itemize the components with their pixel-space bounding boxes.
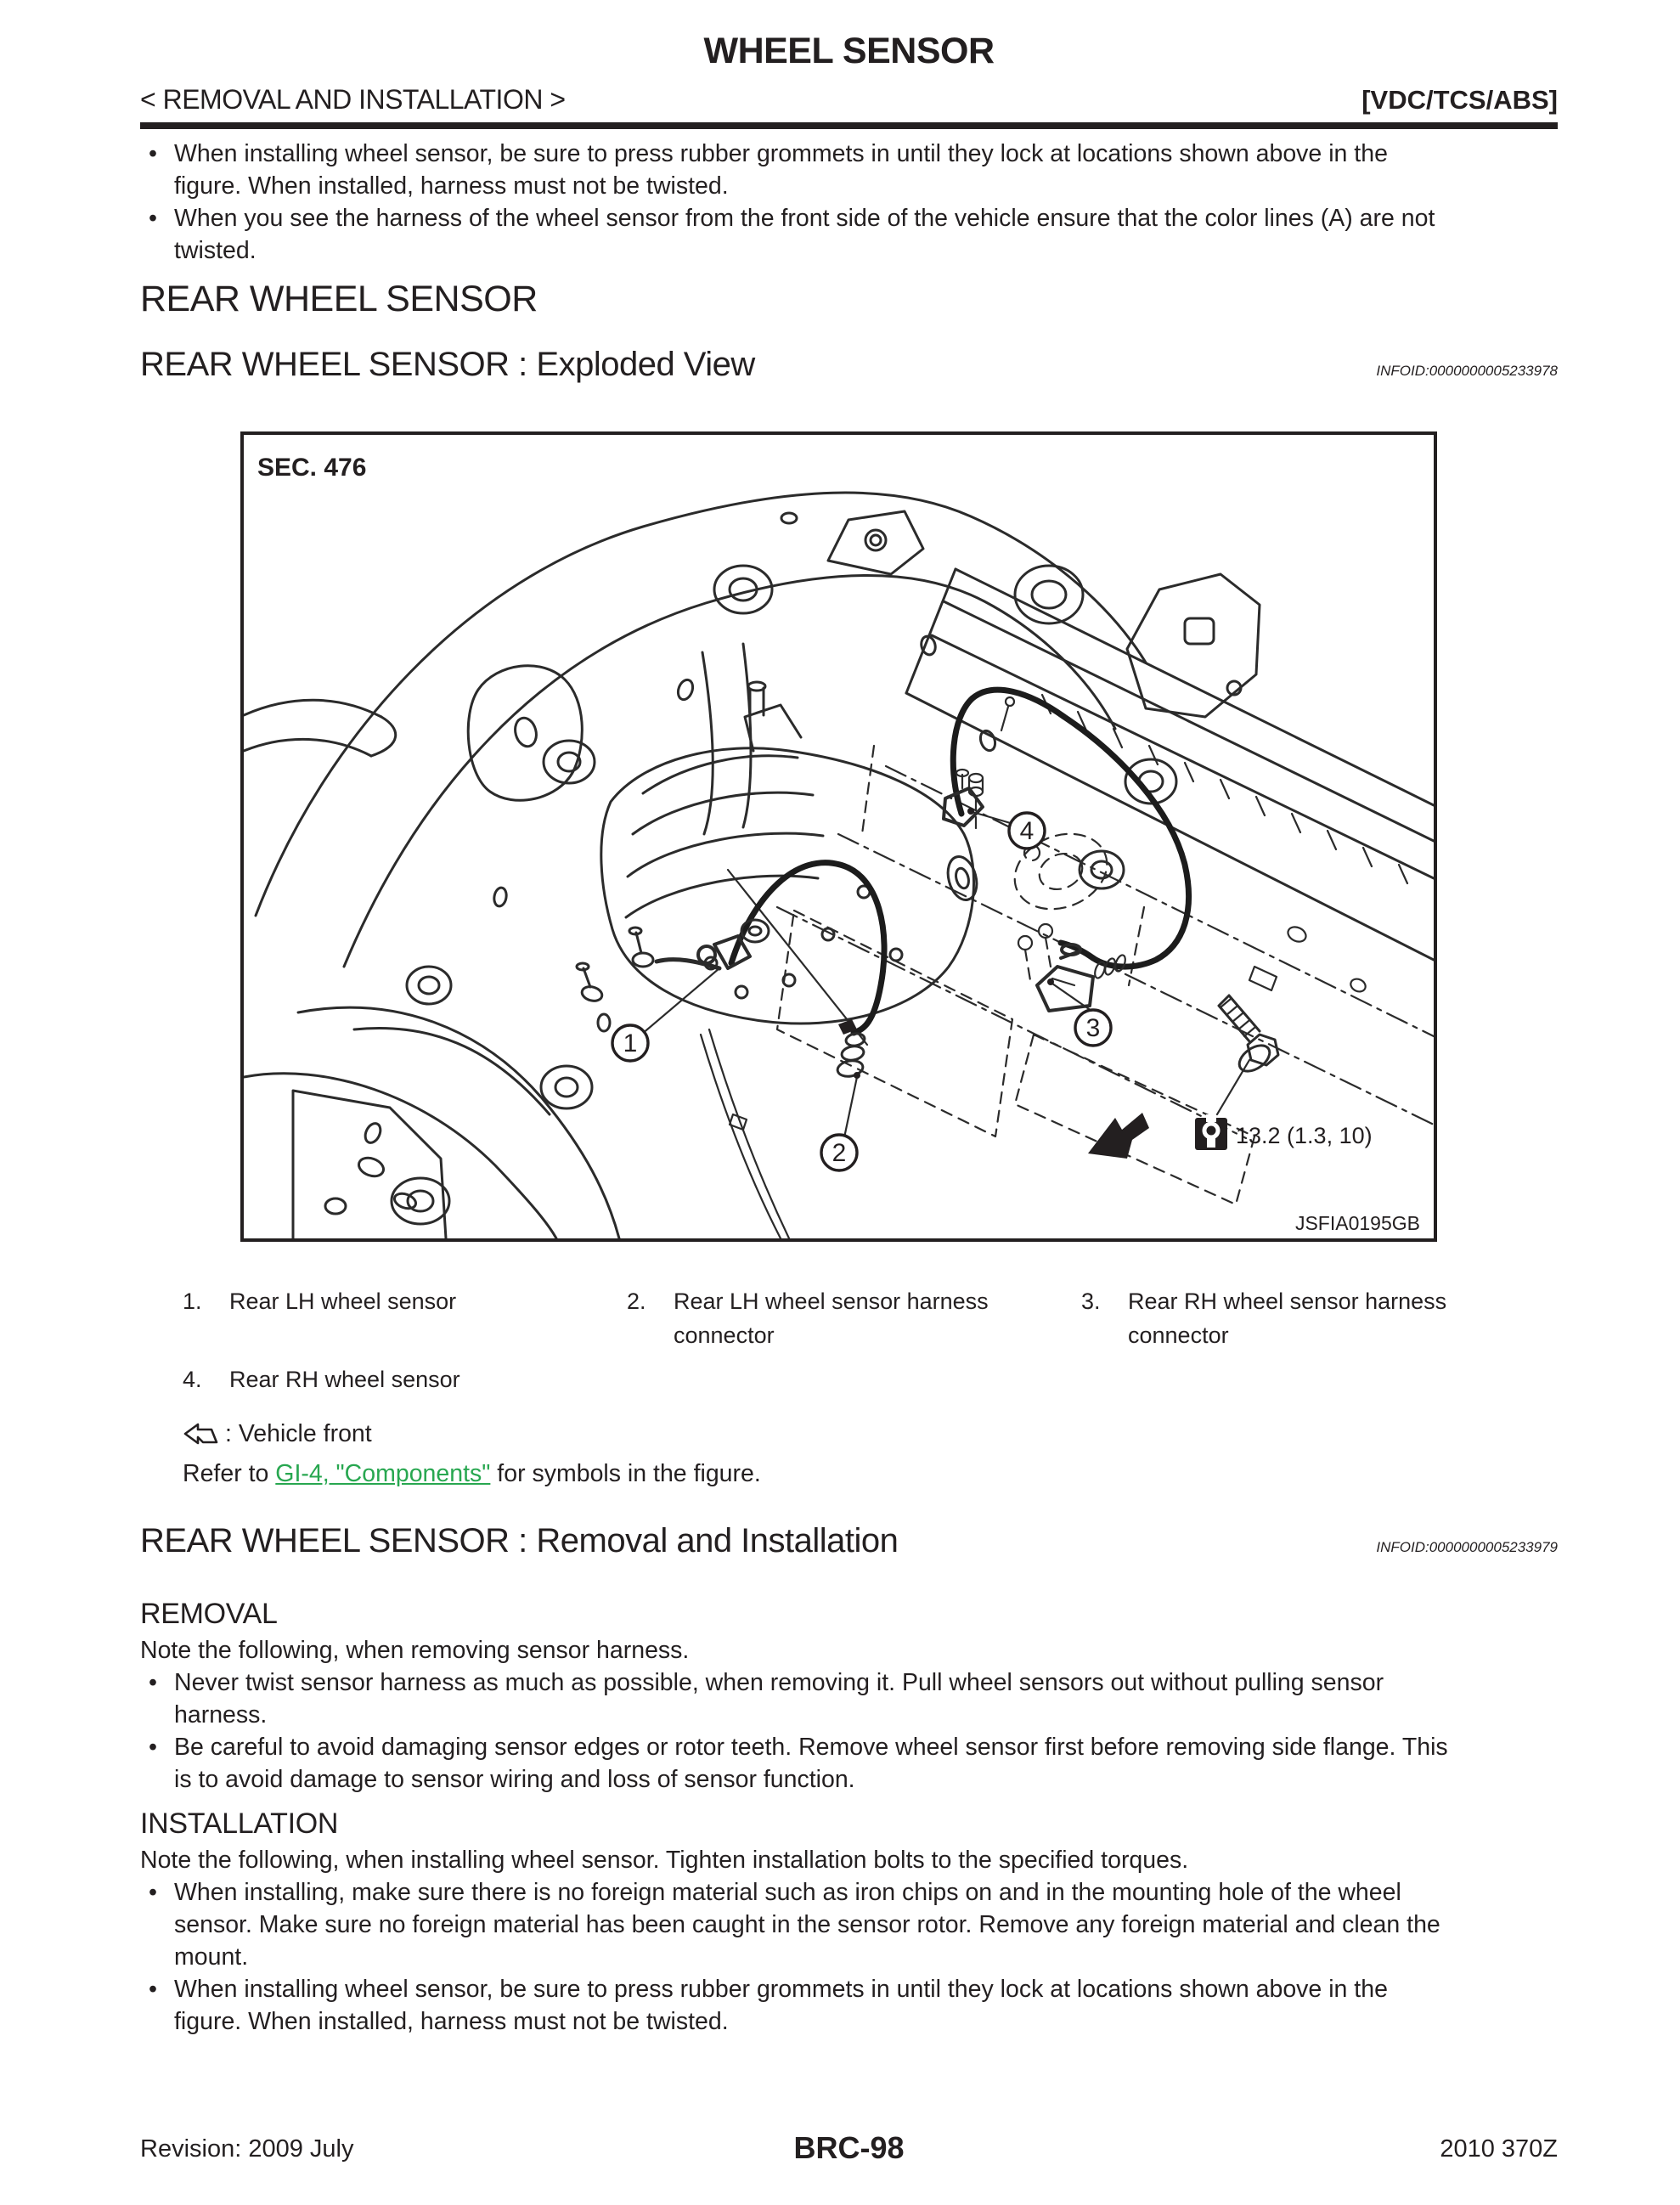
svg-text:4: 4 [1020, 817, 1034, 845]
legend-item-label: Rear RH wheel sensor harness con­nector [1128, 1289, 1447, 1348]
removal-bullet: Be careful to avoid damaging sensor edge… [140, 1731, 1452, 1796]
legend-item: 3. Rear RH wheel sensor harness con­nect… [1081, 1284, 1558, 1352]
removal-installation-heading: REAR WHEEL SENSOR : Removal and Installa… [140, 1522, 899, 1559]
legend-item-label: Rear LH wheel sensor [229, 1289, 457, 1314]
svg-text:1: 1 [623, 1029, 638, 1057]
lh-harness-connector [836, 1019, 866, 1078]
footer-page-code: BRC-98 [793, 2130, 905, 2165]
intro-bullet: When installing wheel sensor, be sure to… [140, 138, 1452, 202]
header-rule [140, 122, 1558, 129]
exploded-view-drawing: 13.2 (1.3, 10) 1 2 3 4 SEC. 476 JSFIA019… [244, 454, 1434, 1238]
callout-4: 4 [1007, 811, 1046, 850]
page: WHEEL SENSOR < REMOVAL AND INSTALLATION … [140, 31, 1558, 2038]
front-direction-arrow-icon [1088, 1113, 1149, 1159]
intro-bullet: When you see the harness of the wheel se… [140, 202, 1452, 267]
legend-item-number: 2. [627, 1289, 646, 1314]
differential-housing [600, 680, 978, 1025]
subframe-bushings [364, 511, 1178, 1226]
legend-item-number: 3. [1081, 1289, 1101, 1314]
vehicle-front-arrow-icon [183, 1423, 218, 1444]
footer-revision: Revision: 2009 July [140, 2135, 354, 2163]
leader-lines [640, 808, 1251, 1143]
infoid-label: INFOID:0000000005233979 [1376, 1539, 1558, 1555]
removal-bullet-list: Never twist sensor harness as much as po… [140, 1666, 1558, 1796]
footer-model: 2010 370Z [1440, 2135, 1558, 2163]
installation-subheading: INSTALLATION [140, 1807, 339, 1840]
figure-id-label: JSFIA0195GB [1295, 1212, 1420, 1234]
page-title: WHEEL SENSOR [703, 31, 995, 71]
legend-item-label: Rear RH wheel sensor [229, 1367, 460, 1392]
rh-harness-clip-bolt [967, 696, 1016, 837]
installation-note: Note the following, when installing whee… [140, 1847, 1189, 1874]
installation-bullet: When installing wheel sensor, be sure to… [140, 1973, 1452, 2038]
installation-bullet: When installing, make sure there is no f… [140, 1876, 1452, 1973]
removal-note: Note the following, when removing sensor… [140, 1637, 690, 1664]
legend-item: 4. Rear RH wheel sensor [183, 1362, 627, 1396]
components-link[interactable]: GI-4, "Components" [275, 1460, 491, 1487]
vehicle-front-label: : Vehicle front [225, 1420, 372, 1447]
breadcrumb-section: < REMOVAL AND INSTALLATION > [140, 84, 566, 115]
intro-bullet-list: When installing wheel sensor, be sure to… [140, 138, 1558, 267]
rear-wheel-sensor-heading: REAR WHEEL SENSOR [140, 279, 538, 319]
lh-sensor-washer [575, 918, 770, 1002]
rh-wheel-sensor-harness [942, 686, 1192, 1012]
removal-bullet: Never twist sensor harness as much as po… [140, 1666, 1452, 1731]
refer-suffix: for symbols in the figure. [490, 1460, 761, 1487]
torque-wrench-icon [1195, 1114, 1227, 1150]
exploded-view-heading: REAR WHEEL SENSOR : Exploded View [140, 346, 755, 383]
system-tag: [VDC/TCS/ABS] [1361, 85, 1558, 115]
callout-2: 2 [820, 1133, 859, 1172]
figure-legend: 1. Rear LH wheel sensor 2. Rear LH wheel… [140, 1284, 1558, 1396]
infoid-label: INFOID:0000000005233978 [1376, 363, 1558, 379]
legend-item-label: Rear LH wheel sensor harness con­nector [674, 1289, 989, 1348]
legend-item-number: 4. [183, 1367, 202, 1392]
refer-prefix: Refer to [183, 1460, 276, 1487]
section-row: < REMOVAL AND INSTALLATION > [VDC/TCS/AB… [140, 84, 1558, 116]
lh-wheel-sensor-harness [575, 860, 888, 1238]
removal-installation-heading-row: REAR WHEEL SENSOR : Removal and Installa… [140, 1522, 1558, 1560]
removal-subheading: REMOVAL [140, 1598, 278, 1630]
svg-text:3: 3 [1086, 1014, 1101, 1042]
rear-subframe [244, 491, 1261, 1238]
legend-item: 1. Rear LH wheel sensor [183, 1284, 627, 1352]
refer-line: Refer to GI-4, "Components" for symbols … [140, 1460, 1558, 1488]
page-footer: Revision: 2009 July BRC-98 2010 370Z [140, 2130, 1558, 2165]
callout-3: 3 [1074, 1008, 1113, 1047]
frame-rail [905, 567, 1434, 993]
sec-label: SEC. 476 [257, 454, 366, 482]
torque-value: 13.2 (1.3, 10) [1236, 1123, 1373, 1148]
exploded-view-heading-row: REAR WHEEL SENSOR : Exploded View INFOID… [140, 346, 1558, 384]
exploded-view-figure: 13.2 (1.3, 10) 1 2 3 4 SEC. 476 JSFIA019… [240, 431, 1437, 1242]
legend-item: 2. Rear LH wheel sensor harness con­nect… [627, 1284, 1081, 1352]
mounting-bolt [1217, 994, 1280, 1073]
installation-bullet-list: When installing, make sure there is no f… [140, 1876, 1558, 2038]
rh-sensor [942, 768, 984, 827]
svg-text:2: 2 [832, 1139, 847, 1167]
vehicle-front-row: : Vehicle front [140, 1420, 1558, 1448]
lh-sensor [696, 934, 752, 970]
legend-item-number: 1. [183, 1289, 202, 1314]
rh-harness-connector [1017, 922, 1126, 1012]
callout-1: 1 [611, 1024, 650, 1063]
